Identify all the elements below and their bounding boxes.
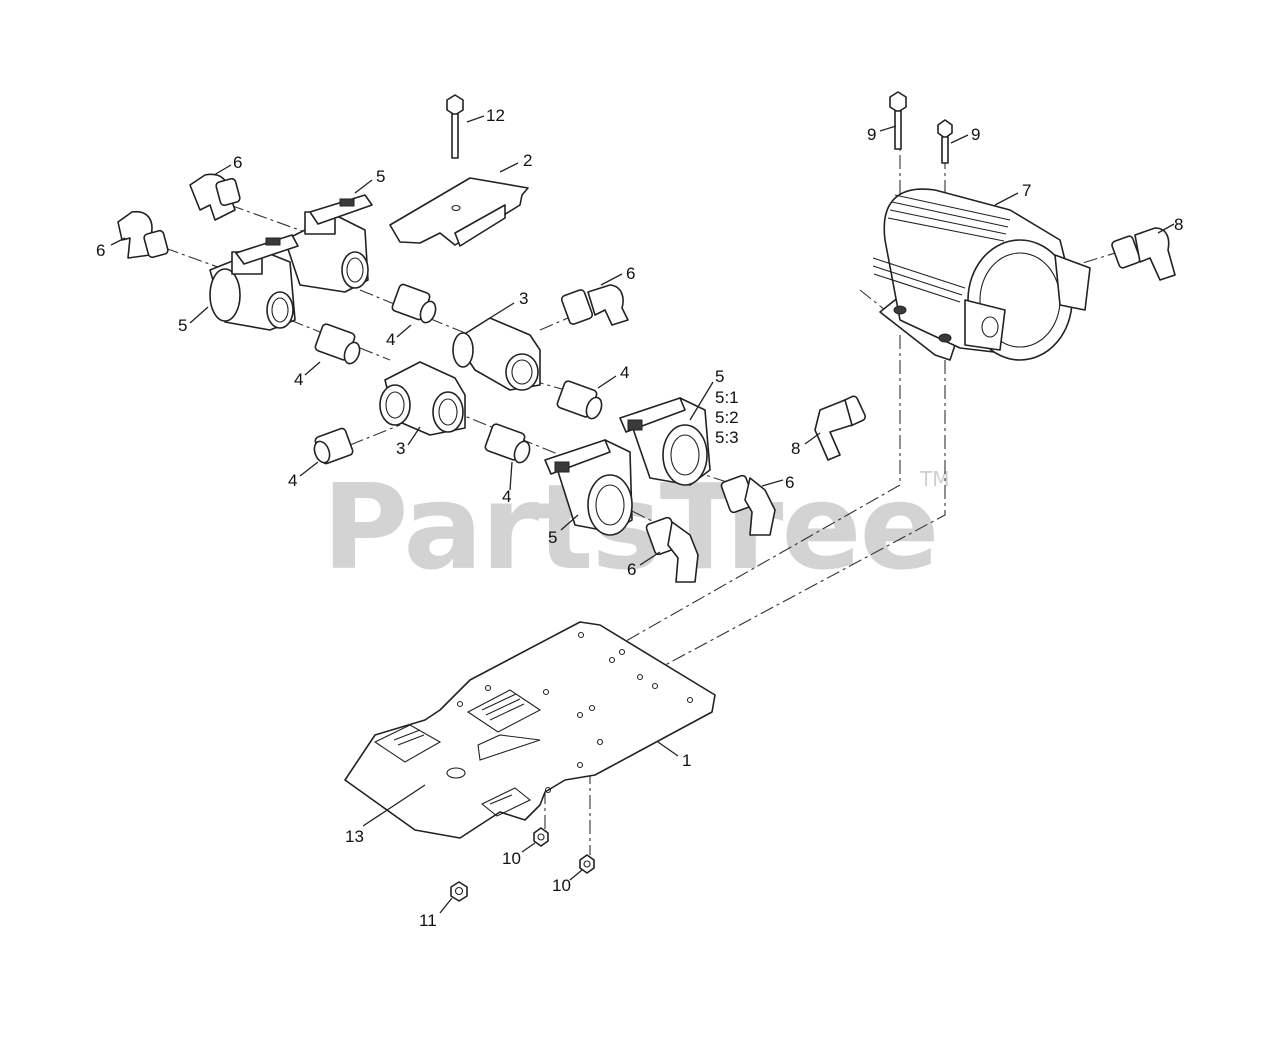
ball-valve-5-lower (209, 234, 299, 331)
callout-13: 13 (345, 827, 364, 846)
pipe-nipple-4-a (391, 283, 437, 324)
callout-10-left: 10 (502, 849, 521, 868)
callout-6-left: 6 (96, 241, 105, 260)
tee-fitting-8-left (814, 395, 867, 461)
callout-5-1: 5:1 (715, 388, 739, 407)
bolt-9-left (889, 91, 907, 150)
elbow-fitting-6-bottom (645, 516, 699, 583)
tee-fitting-3-upper (452, 317, 541, 391)
elbow-fitting-8-right (1111, 227, 1176, 281)
pipe-nipple-4-b (314, 323, 361, 365)
ball-valve-5-upper (284, 194, 373, 293)
callout-6-middle: 6 (626, 264, 635, 283)
callout-11: 11 (419, 911, 437, 930)
callout-5-center: 5 (548, 528, 557, 547)
callouts: 12 2 9 9 7 8 6 5 6 5 6 3 4 4 4 5 5:1 5:2… (96, 106, 1183, 930)
callout-5-3: 5:3 (715, 428, 739, 447)
pipe-nipple-4-e (556, 380, 603, 420)
nut-10-left (533, 827, 549, 847)
callout-4-b: 4 (294, 370, 303, 389)
callout-1: 1 (682, 751, 691, 770)
elbow-fitting-6-left (117, 210, 169, 259)
tee-fitting-3-lower (379, 361, 466, 436)
callout-5-2: 5:2 (715, 408, 739, 427)
callout-6-bottom: 6 (627, 560, 636, 579)
nut-11 (450, 881, 468, 902)
callout-7: 7 (1022, 181, 1031, 200)
elbow-fitting-6-middle (560, 284, 629, 326)
callout-9-right: 9 (971, 125, 980, 144)
callout-9-left: 9 (867, 125, 876, 144)
bolt-12 (446, 94, 464, 159)
callout-4-d: 4 (502, 487, 511, 506)
nut-10-right (579, 854, 595, 874)
pipe-nipple-4-d (484, 423, 531, 464)
ball-valve-5-center (544, 439, 633, 536)
callout-6-lower-right: 6 (785, 473, 794, 492)
callout-10-right: 10 (552, 876, 571, 895)
callout-4-c: 4 (288, 471, 297, 490)
watermark-trademark: TM (919, 467, 949, 491)
callout-4-a: 4 (386, 330, 395, 349)
leader-lines (110, 115, 1175, 914)
callout-8-left: 8 (791, 439, 800, 458)
mounting-plate-1 (344, 621, 716, 839)
callout-2: 2 (523, 151, 532, 170)
callout-4-e: 4 (620, 363, 629, 382)
callout-12: 12 (486, 106, 505, 125)
elbow-fitting-6-top (189, 173, 241, 221)
callout-3-upper: 3 (519, 289, 528, 308)
callout-5-right: 5 (715, 367, 724, 386)
callout-3-lower: 3 (396, 439, 405, 458)
callout-5-top: 5 (376, 167, 385, 186)
bolt-9-right (937, 119, 953, 164)
callout-6-top: 6 (233, 153, 242, 172)
callout-8-right: 8 (1174, 215, 1183, 234)
elbow-fitting-6-lower-right (720, 474, 776, 536)
mounting-bracket-2 (389, 177, 529, 247)
pump-motor-7 (872, 188, 1091, 361)
pipe-nipple-4-c (313, 427, 354, 465)
callout-5-left: 5 (178, 316, 187, 335)
